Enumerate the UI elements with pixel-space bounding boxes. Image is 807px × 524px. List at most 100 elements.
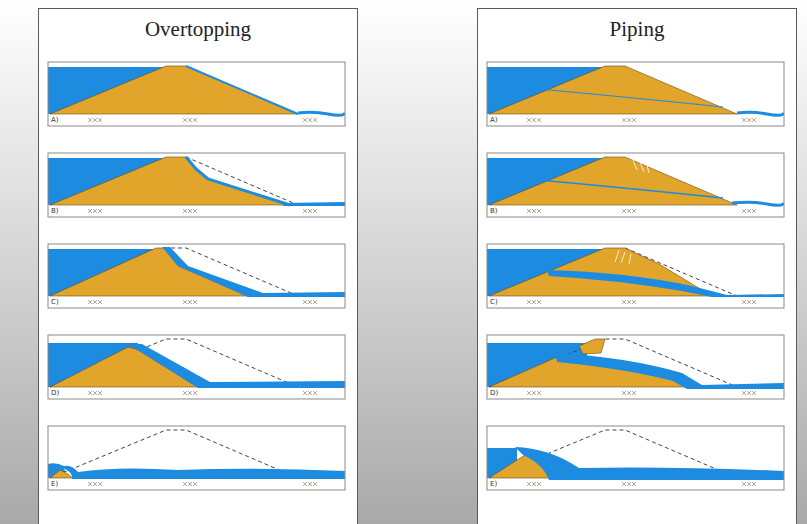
foundation-mark [313,209,317,213]
foundation-mark [627,391,631,395]
crack-lines [615,250,631,264]
frame-ground [487,426,784,490]
foundation-mark [308,300,312,304]
frame-border [487,426,784,490]
foundation-mark [93,482,97,486]
seepage-flow [186,66,298,114]
foundation-mark [313,482,317,486]
dam-frame [487,335,784,399]
foundation-mark [632,209,636,213]
seepage-flow [737,112,784,115]
foundation-mark [98,209,102,213]
foundation-mark [747,300,751,304]
foundation-mark [193,118,197,122]
foundation-mark [527,118,531,122]
dam-frame [487,244,784,308]
foundation-mark [183,482,187,486]
foundation-mark [627,300,631,304]
frame-letter: A) [490,116,498,124]
dam-body [50,66,298,114]
foundation-mark [93,391,97,395]
foundation-mark [188,391,192,395]
foundation-mark [632,300,636,304]
foundation-mark [622,209,626,213]
dam-frame [48,153,345,217]
foundation-mark [532,391,536,395]
foundation-mark [188,482,192,486]
foundation-mark [747,209,751,213]
breach-flow [162,247,345,297]
foundation-mark [532,209,536,213]
foundation-mark [742,300,746,304]
dam-block [579,339,605,354]
foundation-mark [527,482,531,486]
foundation-mark [308,118,312,122]
frame-ground [487,153,784,217]
seepage-flow [732,202,784,205]
foundation-mark [313,391,317,395]
foundation-mark [537,118,541,122]
panel-heading: Overtopping [39,17,357,42]
foundation-mark [752,300,756,304]
frame-border [487,62,784,126]
panel-heading: Piping [478,17,796,42]
crack-lines [633,160,649,173]
frame-ground [48,62,345,126]
foundation-mark [627,118,631,122]
foundation-mark [88,300,92,304]
panel-box: Piping [477,8,797,524]
foundation-mark [742,209,746,213]
foundation-mark [303,391,307,395]
foundation-mark [747,482,751,486]
foundation-mark [527,300,531,304]
foundation-mark [742,118,746,122]
foundation-mark [88,118,92,122]
foundation-mark [88,391,92,395]
foundation-mark [532,118,536,122]
foundation-mark [93,300,97,304]
foundation-mark [183,391,187,395]
foundation-mark [303,482,307,486]
foundation-mark [747,391,751,395]
frame-ground [487,62,784,126]
seepage-flow [527,179,723,198]
foundation-mark [537,482,541,486]
foundation-mark [98,300,102,304]
foundation-mark [527,391,531,395]
foundation-mark [532,482,536,486]
foundation-mark [752,482,756,486]
dam-body [50,157,290,205]
frame-ground [487,335,784,399]
frame-ground [48,244,345,308]
foundation-mark [752,209,756,213]
dam-body [489,66,737,114]
frame-border [48,426,345,490]
dam-body [489,157,737,205]
frame-letter: B) [490,207,498,215]
frame-border [48,335,345,399]
dam-frame [48,62,345,126]
foundation-mark [303,300,307,304]
foundation-mark [632,118,636,122]
foundation-mark [188,300,192,304]
dam-frame [48,335,345,399]
seepage-flow [186,157,290,205]
panel-box: Overtopping [38,8,358,524]
foundation-mark [98,482,102,486]
foundation-mark [532,300,536,304]
frame-border [487,153,784,217]
foundation-mark [183,209,187,213]
breach-flow [283,202,345,206]
frame-border [48,244,345,308]
frame-letter: C) [51,298,59,306]
panel-ground [477,8,797,524]
panel-ground [38,8,358,524]
dam-frame [487,62,784,126]
frame-letter: A) [51,116,59,124]
frame-border [487,244,784,308]
foundation-mark [313,118,317,122]
foundation-mark [742,482,746,486]
foundation-mark [193,482,197,486]
foundation-mark [313,300,317,304]
